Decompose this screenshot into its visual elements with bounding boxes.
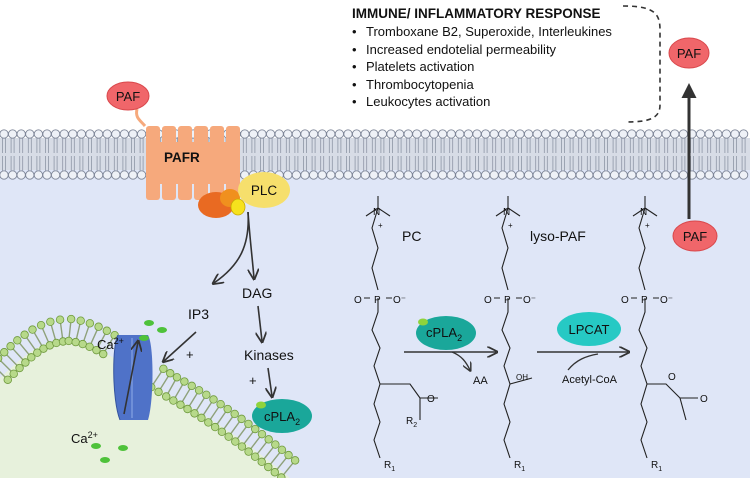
immune-response-box: IMMUNE/ INFLAMMATORY RESPONSE Tromboxane… (348, 6, 648, 111)
lyso-paf-o-minus: O⁻ (523, 295, 536, 306)
ip3-label: IP3 (188, 306, 209, 322)
paf-p: P (641, 295, 648, 306)
ca-label-er: Ca2+ (97, 336, 124, 352)
pc-o-minus: O⁻ (393, 295, 406, 306)
paf-extracellular (668, 37, 710, 69)
lpcat-enzyme (557, 312, 621, 346)
pc-o-ester: O (427, 394, 435, 405)
paf-intracellular (672, 220, 718, 252)
pc-molecule (364, 196, 438, 459)
calcium-ions (91, 320, 167, 463)
pc-r1: R1 (384, 460, 395, 473)
aa-label: AA (473, 375, 488, 387)
cpla2-kinase-target-label: cPLA2 (264, 409, 300, 427)
lyso-paf-molecule (494, 196, 533, 459)
cpla2-reaction-label: cPLA2 (426, 325, 462, 343)
paf-o-minus: O⁻ (660, 295, 673, 306)
plasma-membrane (0, 129, 750, 180)
response-list: Tromboxane B2, Superoxide, Interleukines… (348, 23, 648, 111)
calcium-channel (113, 334, 153, 421)
paf-molecule (631, 196, 698, 459)
response-bracket (622, 5, 661, 123)
ip3-plus: + (186, 347, 194, 362)
pafr-receptor (135, 108, 240, 200)
paf-r1: R1 (651, 460, 662, 473)
phospho-group (256, 401, 266, 409)
lyso-paf-label: lyso-PAF (530, 228, 586, 244)
lyso-paf-o-left: O (484, 295, 492, 306)
paf-o-ester: O (668, 372, 676, 383)
pc-n: N (373, 207, 380, 218)
ca-label-lumen: Ca2+ (71, 430, 98, 446)
arrow-aa-release (451, 351, 470, 370)
response-item: Platelets activation (348, 58, 648, 76)
response-title: IMMUNE/ INFLAMMATORY RESPONSE (352, 6, 601, 21)
plc-enzyme (238, 172, 290, 208)
paf-intracellular-label: PAF (683, 229, 707, 244)
pc-o-left: O (354, 295, 362, 306)
lyso-paf-oh: OH (516, 373, 528, 382)
pc-n-charge: + (378, 221, 383, 230)
arrow-acetyl-coa (567, 353, 599, 371)
pc-label: PC (402, 228, 421, 244)
plc-label: PLC (251, 183, 278, 198)
response-item: Tromboxane B2, Superoxide, Interleukines (348, 23, 648, 41)
paf-ligand-receptor (106, 81, 150, 111)
er-membrane (0, 314, 300, 478)
paf-o-carbonyl: O (700, 394, 708, 405)
response-item: Leukocytes activation (348, 93, 648, 111)
lpcat-label: LPCAT (569, 322, 610, 337)
lyso-paf-p: P (504, 295, 511, 306)
arrow-plc-dag (247, 211, 254, 278)
pafr-label: PAFR (164, 150, 200, 165)
response-item: Increased endotelial permeability (348, 41, 648, 59)
acetyl-coa-label: Acetyl-CoA (562, 374, 618, 386)
cpla2-reaction-enzyme (416, 316, 476, 350)
paf-o-left: O (621, 295, 629, 306)
lyso-paf-n-charge: + (508, 221, 513, 230)
paf-ligand-receptor-label: PAF (116, 89, 140, 104)
dag-label: DAG (242, 285, 272, 301)
arrow-kinases-cpla2 (268, 367, 272, 396)
lyso-paf-n: N (503, 207, 510, 218)
g-protein-complex (198, 189, 246, 218)
paf-extracellular-label: PAF (677, 46, 701, 61)
response-item: Thrombocytopenia (348, 76, 648, 94)
paf-n: N (640, 207, 647, 218)
kinases-plus: + (249, 373, 257, 388)
phospho-group (418, 318, 428, 326)
arrow-ca-release (123, 342, 138, 415)
arrow-ip3-channel (164, 331, 197, 361)
cpla2-kinase-target (252, 399, 312, 433)
arrow-dag-kinases (258, 305, 262, 341)
lyso-paf-r1: R1 (514, 460, 525, 473)
kinases-label: Kinases (244, 347, 294, 363)
pc-r2: R2 (406, 416, 417, 429)
pc-p: P (374, 295, 381, 306)
paf-n-charge: + (645, 221, 650, 230)
